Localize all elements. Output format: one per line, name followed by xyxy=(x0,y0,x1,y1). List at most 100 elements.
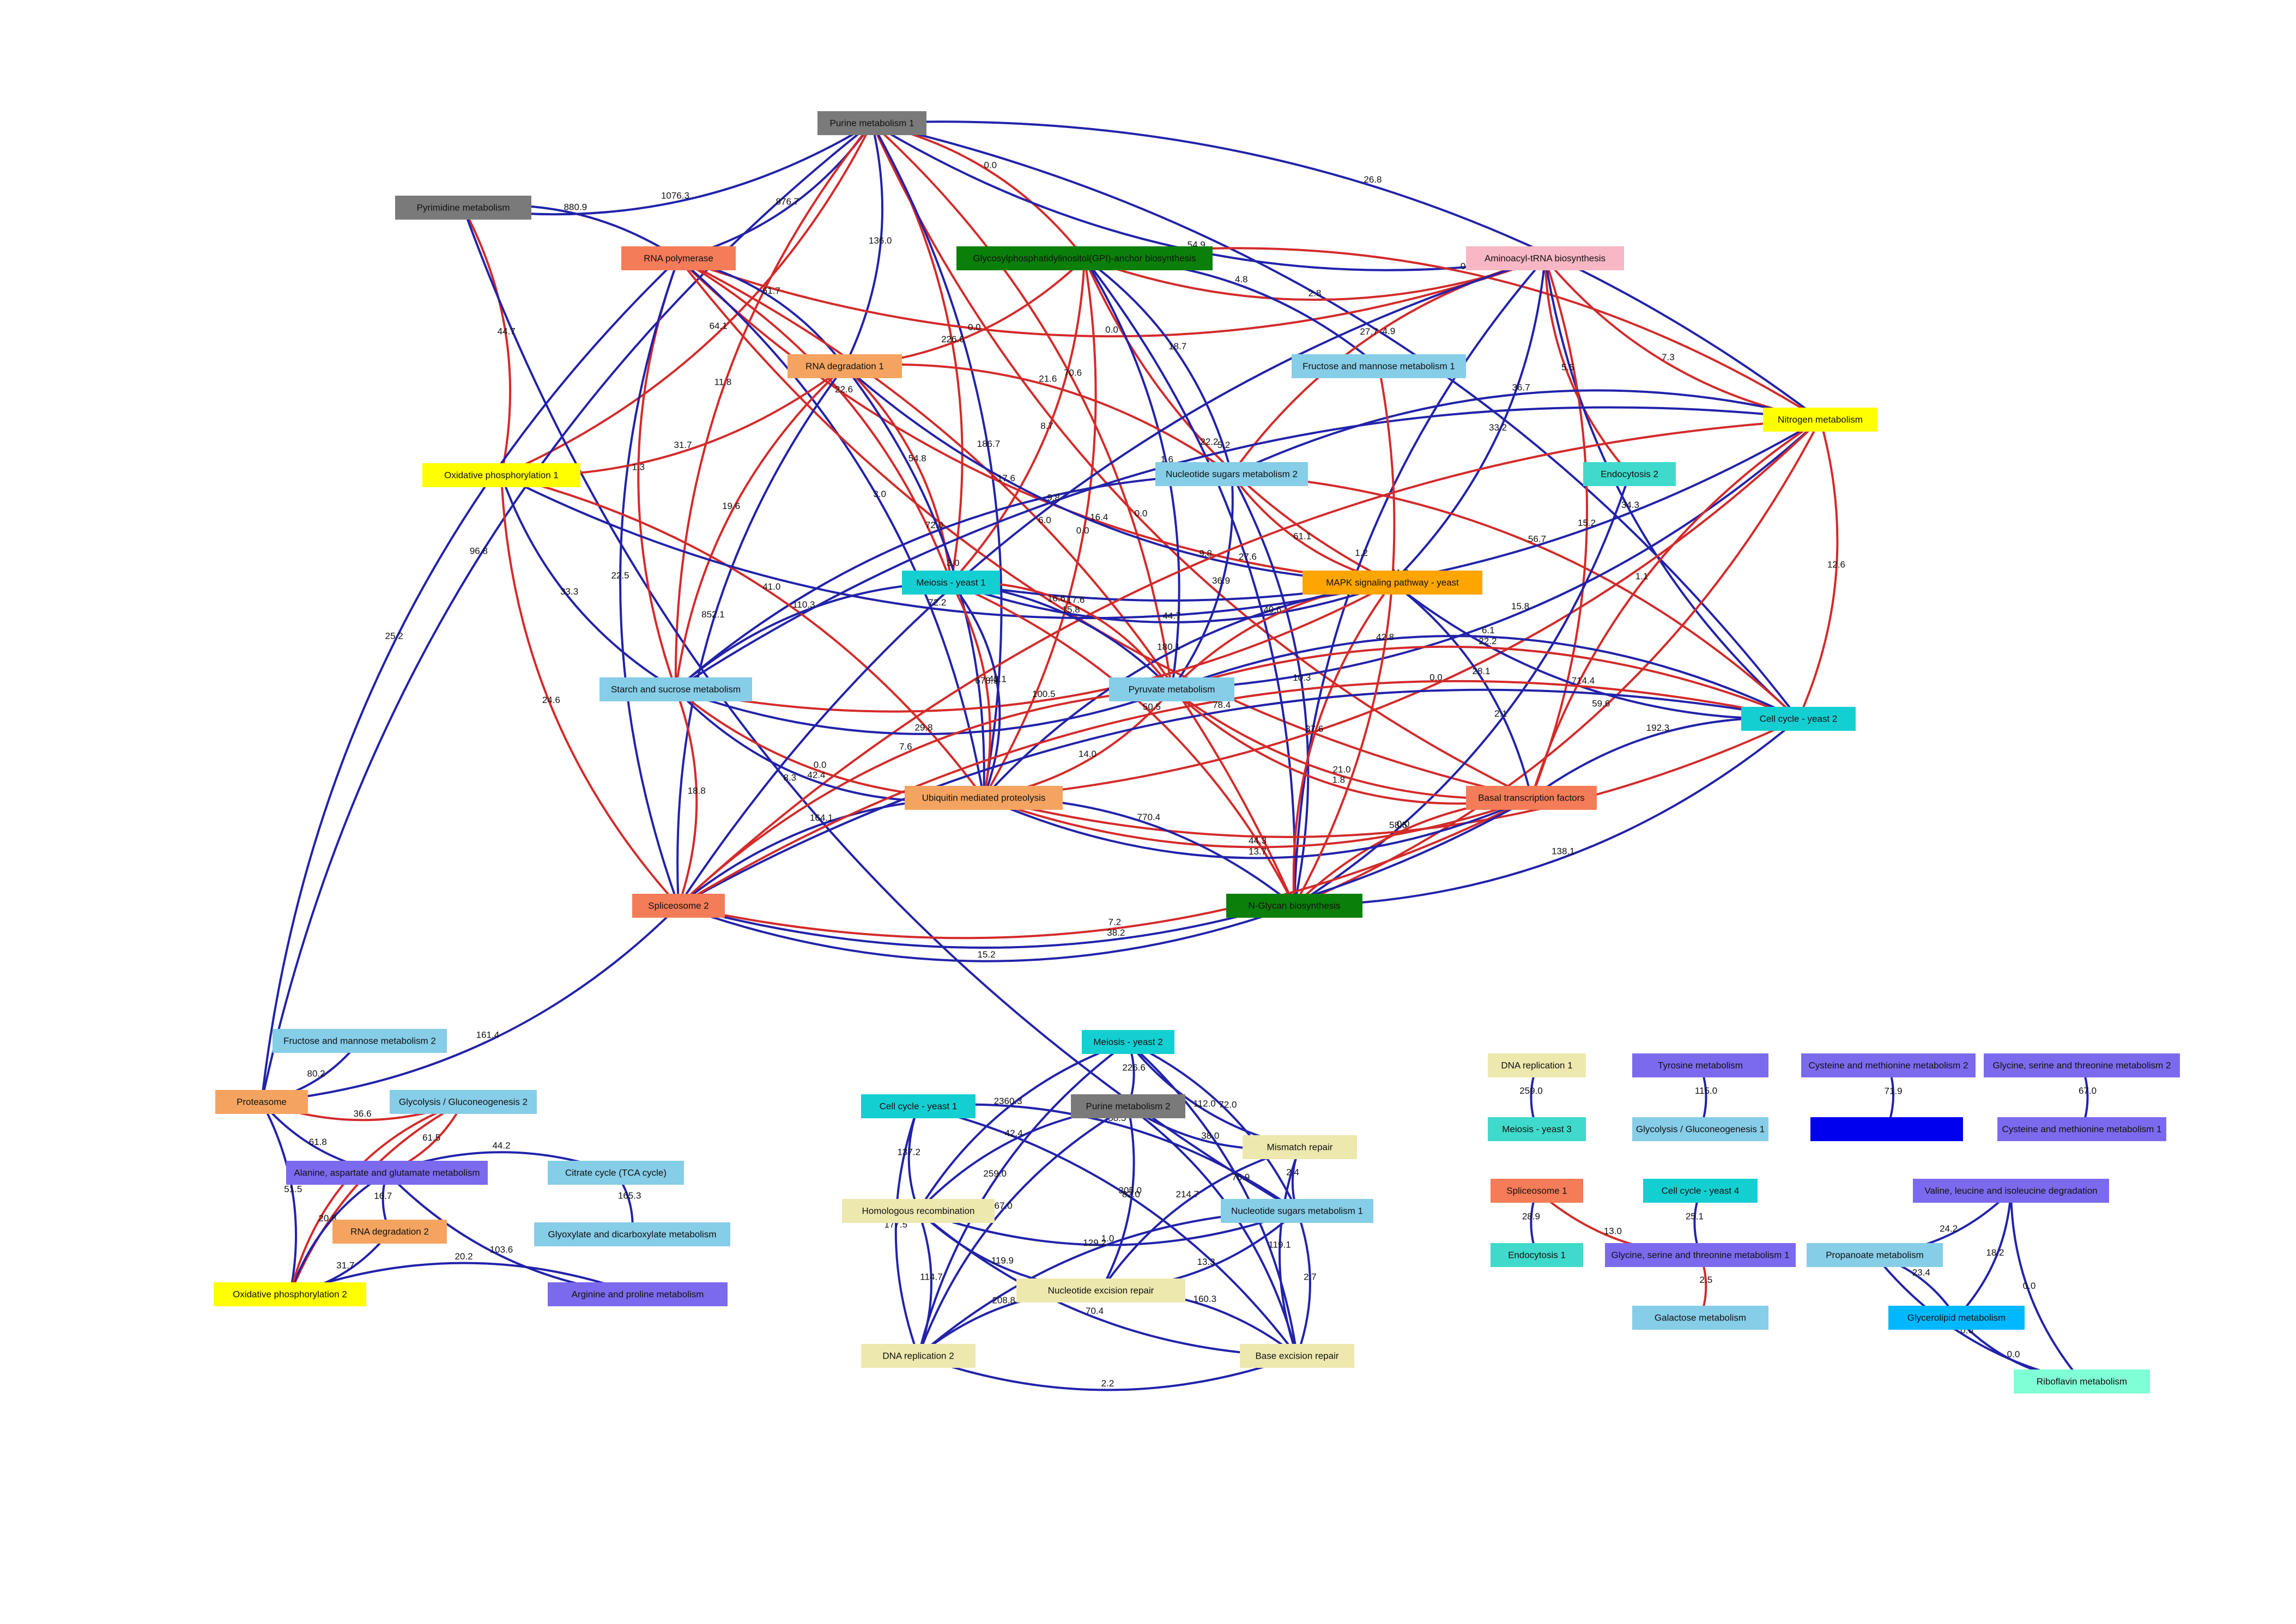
edge-nucsugar2-starch xyxy=(675,473,1232,690)
node-glycolysis2[interactable]: Glycolysis / Gluconeogenesis 2 xyxy=(390,1090,537,1114)
node-citrate[interactable]: Citrate cycle (TCA cycle) xyxy=(548,1161,684,1185)
node-pyruvate[interactable]: Pyruvate metabolism xyxy=(1109,677,1234,701)
edge-nucsugar2-nglycan xyxy=(1231,474,1310,906)
node-dnarep1[interactable]: DNA replication 1 xyxy=(1488,1053,1586,1077)
node-riboflavin[interactable]: Riboflavin metabolism xyxy=(2014,1370,2150,1393)
edge-weight-label: 0.0 xyxy=(814,760,827,770)
edge-aminoacyl-basal xyxy=(1530,258,1588,798)
node-purine1[interactable]: Purine metabolism 1 xyxy=(817,111,926,135)
edge-gpi-aminoacyl xyxy=(1084,257,1546,301)
node-label: Ubiquitin mediated proteolysis xyxy=(922,793,1046,803)
node-glycolysis1[interactable]: Glycolysis / Gluconeogenesis 1 xyxy=(1632,1117,1768,1141)
node-box xyxy=(272,1029,447,1053)
node-oxphos1[interactable]: Oxidative phosphorylation 1 xyxy=(422,463,580,487)
node-gst1[interactable]: Glycine, serine and threonine metabolism… xyxy=(1605,1243,1796,1267)
node-arginine[interactable]: Arginine and proline metabolism xyxy=(548,1282,728,1306)
edge-cellcycle1-dnarep2 xyxy=(894,1106,919,1356)
node-ubiquitin[interactable]: Ubiquitin mediated proteolysis xyxy=(905,786,1063,810)
node-cellcycle1[interactable]: Cell cycle - yeast 1 xyxy=(861,1094,976,1118)
node-alanine[interactable]: Alanine, aspartate and glutamate metabol… xyxy=(286,1161,488,1185)
edge-starch-ubiquitin xyxy=(675,688,984,799)
edge-ubiquitin-starch xyxy=(675,688,984,802)
edge-weight-label: 36.9 xyxy=(1212,575,1230,586)
node-cellcycle2[interactable]: Cell cycle - yeast 2 xyxy=(1741,707,1856,731)
edge-weight-label: 2.5 xyxy=(1700,1275,1713,1285)
node-nucsugar1[interactable]: Nucleotide sugars metabolism 1 xyxy=(1221,1199,1373,1223)
node-rnadeg1[interactable]: RNA degradation 1 xyxy=(787,354,902,378)
node-cysmet2[interactable]: Cysteine and methionine metabolism 2 xyxy=(1801,1053,1976,1077)
node-glycerolipid[interactable]: Glycerolipid metabolism xyxy=(1888,1306,2025,1330)
node-box xyxy=(1807,1243,1943,1267)
edge-rnadeg1-nucsugar2 xyxy=(844,363,1233,475)
node-spliceosome2[interactable]: Spliceosome 2 xyxy=(632,894,725,918)
node-rnadeg2[interactable]: RNA degradation 2 xyxy=(332,1220,447,1244)
edge-weight-label: 38.2 xyxy=(1107,928,1125,938)
edge-weight-label: 78.4 xyxy=(1213,700,1231,710)
node-aminoacyl[interactable]: Aminoacyl-tRNA biosynthesis xyxy=(1466,246,1624,270)
edge-weight-label: 13.7 xyxy=(1249,846,1267,857)
edge-rnapol-mapk xyxy=(677,257,1393,584)
node-meiosis2[interactable]: Meiosis - yeast 2 xyxy=(1082,1030,1174,1054)
node-tyrosine[interactable]: Tyrosine metabolism xyxy=(1632,1053,1768,1077)
node-ner[interactable]: Nucleotide excision repair xyxy=(1016,1278,1185,1302)
node-gst2[interactable]: Glycine, serine and threonine metabolism… xyxy=(1984,1053,2180,1077)
node-starch[interactable]: Starch and sucrose metabolism xyxy=(599,677,752,701)
node-label: Galactose metabolism xyxy=(1655,1313,1746,1323)
node-box xyxy=(1643,1179,1758,1203)
edge-cellcycle2-spliceosome2 xyxy=(678,688,1799,907)
node-blue_unlabeled[interactable] xyxy=(1810,1117,1963,1141)
node-nucsugar2[interactable]: Nucleotide sugars metabolism 2 xyxy=(1155,462,1308,486)
edge-weight-label: 18.7 xyxy=(1168,341,1186,352)
node-label: Arginine and proline metabolism xyxy=(572,1289,704,1300)
edge-weight-label: 137.2 xyxy=(897,1147,920,1158)
edge-purine1-cellcycle2 xyxy=(871,122,1800,720)
node-homologous[interactable]: Homologous recombination xyxy=(842,1199,995,1223)
node-box xyxy=(1605,1243,1796,1267)
node-purine2[interactable]: Purine metabolism 2 xyxy=(1071,1094,1185,1118)
node-cellcycle4[interactable]: Cell cycle - yeast 4 xyxy=(1643,1179,1758,1203)
node-basal[interactable]: Basal transcription factors xyxy=(1466,786,1597,810)
edge-oxphos1-ubiquitin xyxy=(501,474,985,799)
node-fructose2[interactable]: Fructose and mannose metabolism 2 xyxy=(272,1029,447,1053)
node-oxphos2[interactable]: Oxidative phosphorylation 2 xyxy=(214,1282,366,1306)
node-cysmet1[interactable]: Cysteine and methionine metabolism 1 xyxy=(1997,1117,2166,1141)
node-meiosis1[interactable]: Meiosis - yeast 1 xyxy=(902,571,1000,595)
node-box xyxy=(1488,1053,1586,1077)
node-nglycan[interactable]: N-Glycan biosynthesis xyxy=(1226,894,1362,918)
node-galactose[interactable]: Galactose metabolism xyxy=(1632,1306,1768,1330)
edges-layer xyxy=(261,120,2089,1391)
node-valine[interactable]: Valine, leucine and isoleucine degradati… xyxy=(1913,1179,2109,1203)
node-label: Cysteine and methionine metabolism 1 xyxy=(2002,1124,2162,1135)
node-dnarep2[interactable]: DNA replication 2 xyxy=(861,1344,976,1368)
node-mapk[interactable]: MAPK signaling pathway - yeast xyxy=(1303,571,1482,595)
edge-weight-label: 15.2 xyxy=(1578,518,1596,528)
node-endocytosis1[interactable]: Endocytosis 1 xyxy=(1491,1243,1583,1267)
node-fructose1[interactable]: Fructose and mannose metabolism 1 xyxy=(1292,354,1466,378)
edge-weight-label: 67.0 xyxy=(2079,1086,2097,1096)
node-gpi[interactable]: Glycosylphosphatidylinositol(GPI)-anchor… xyxy=(956,246,1213,270)
node-nitrogen[interactable]: Nitrogen metabolism xyxy=(1763,408,1877,432)
node-glyoxylate[interactable]: Glyoxylate and dicarboxylate metabolism xyxy=(534,1222,730,1246)
node-label: Oxidative phosphorylation 1 xyxy=(444,470,559,481)
edge-fructose1-nglycan xyxy=(1293,366,1396,906)
node-label: Proteasome xyxy=(237,1097,287,1107)
edge-weight-label: 50.5 xyxy=(1143,701,1161,712)
edge-weight-label: 12.6 xyxy=(1827,560,1845,570)
edge-spliceosome2-nglycan xyxy=(678,905,1295,962)
edge-rnadeg1-meiosis1 xyxy=(844,365,952,583)
node-box xyxy=(534,1222,730,1246)
edge-weight-label: 0.0 xyxy=(1105,325,1118,335)
edge-weight-label: 15.2 xyxy=(977,949,995,960)
node-box xyxy=(395,196,531,220)
node-pyrimidine[interactable]: Pyrimidine metabolism xyxy=(395,196,531,220)
node-propanoate[interactable]: Propanoate metabolism xyxy=(1807,1243,1943,1267)
edge-gpi-fructose1 xyxy=(1084,257,1380,367)
node-ber[interactable]: Base excision repair xyxy=(1240,1344,1354,1368)
node-box xyxy=(1016,1278,1185,1302)
node-endocytosis2[interactable]: Endocytosis 2 xyxy=(1583,462,1676,486)
node-spliceosome1[interactable]: Spliceosome 1 xyxy=(1491,1179,1583,1203)
node-meiosis3[interactable]: Meiosis - yeast 3 xyxy=(1488,1117,1586,1141)
node-rnapol[interactable]: RNA polymerase xyxy=(621,246,736,270)
node-proteasome[interactable]: Proteasome xyxy=(215,1090,308,1114)
node-mismatch[interactable]: Mismatch repair xyxy=(1243,1135,1357,1159)
